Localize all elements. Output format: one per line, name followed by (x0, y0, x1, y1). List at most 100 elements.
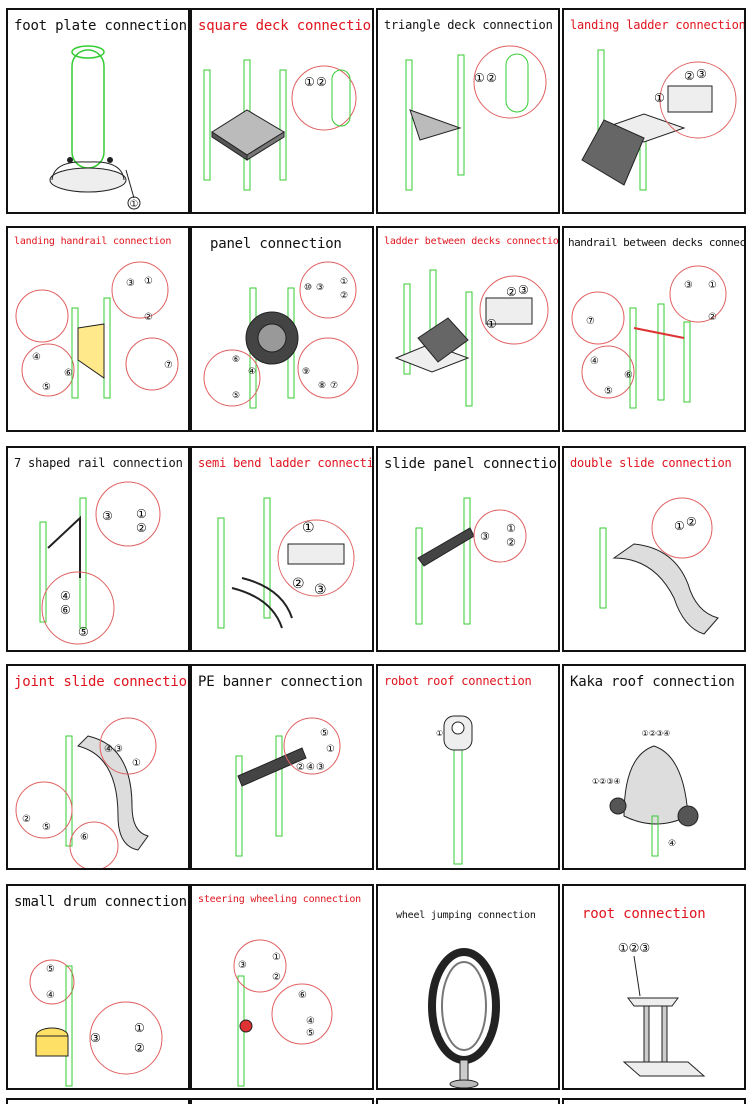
callout-number: ① (304, 75, 315, 89)
callout-number: ⑤ (46, 964, 55, 975)
panel-title: small drum connection (14, 894, 187, 910)
callout-number: ① (132, 758, 141, 769)
callout-number: ① (436, 729, 443, 738)
callout-number: ⑥ (80, 832, 89, 843)
robot-roof-drawing: ① (436, 715, 473, 865)
panel-title: ladder between decks connection (384, 236, 560, 247)
callout-number: ① (474, 71, 485, 85)
landing-ladder-drawing: ② ③ ① (581, 49, 737, 191)
callout-number: ⑤ (78, 625, 89, 639)
callout-number: ② (686, 515, 697, 529)
panel-root: root connection ①②③ (562, 884, 746, 1090)
callout-number: ③ (480, 530, 490, 543)
callout-number: ② (708, 312, 717, 323)
panel-title: joint slide connection (14, 674, 190, 690)
callout-number: ② (22, 814, 31, 825)
kaka-roof-drawing: ①②③④ ①②③④ ④ (592, 729, 699, 857)
callout-number: ② (506, 536, 516, 549)
slide-panel-drawing: ③ ① ② (415, 497, 527, 625)
panel-foot-plate: foot plate connection ① (6, 8, 190, 214)
callout-number: ① (134, 1021, 145, 1035)
panel-panel-connection: panel connection ⑩ ③ ① ② ④ ⑤ ⑨ ⑧ ⑦ ⑥ (190, 226, 374, 432)
panel-semi-bend-ladder: semi bend ladder connection ① ② ③ (190, 446, 374, 652)
panel-title: root connection (582, 906, 706, 922)
callout-number: ④ (248, 367, 256, 377)
square-deck-drawing: ① ② (203, 59, 357, 191)
callout-number: ⑤ (320, 728, 329, 739)
callout-number: ③ (684, 280, 693, 291)
next-row-edge (0, 1096, 750, 1104)
callout-number: ④ (46, 990, 55, 1001)
panel-double-slide: double slide connection ① ② (562, 446, 746, 652)
panel-connection-drawing: ⑩ ③ ① ② ④ ⑤ ⑨ ⑧ ⑦ ⑥ (203, 261, 359, 409)
callout-number: ② (486, 71, 497, 85)
panel-kaka-roof: Kaka roof connection ①②③④ ①②③④ ④ (562, 664, 746, 870)
callout-number: ① (708, 280, 717, 291)
handrail-between-decks-drawing: ③ ① ② ④ ⑤ ⑥ ⑦ (571, 265, 727, 409)
callout-number: ① (144, 276, 153, 287)
callout-number: ⑥ (232, 355, 240, 365)
callout-number: ④ (668, 839, 676, 849)
callout-number: ④ (32, 352, 41, 363)
7-shaped-rail-drawing: ③ ① ② ④ ⑥ ⑤ (39, 481, 161, 645)
callout-number: ② (272, 972, 281, 983)
callout-number: ④ (60, 589, 71, 603)
panel-title: PE banner connection (198, 674, 363, 690)
callout-number: ④ (306, 762, 315, 773)
callout-number: ① (136, 507, 147, 521)
callout-number: ③ (314, 582, 327, 598)
panel-title: landing handrail connection (14, 236, 172, 247)
callout-number: ⑤ (604, 386, 613, 397)
callout-number: ⑥ (60, 603, 71, 617)
callout-number: ① (272, 952, 281, 963)
callout-number: ① (654, 91, 665, 105)
panel-landing-ladder: landing ladder connection ② ③ ① (562, 8, 746, 214)
panel-title: handrail between decks connection (568, 236, 746, 249)
panel-title: double slide connection (570, 456, 732, 470)
callout-number: ①②③④ (642, 729, 671, 738)
panel-landing-handrail: landing handrail connection ③ ① ② ④ ⑤ ⑥ … (6, 226, 190, 432)
panel-slide-panel: slide panel connection ③ ① ② (376, 446, 560, 652)
panel-title: landing ladder connection (570, 18, 746, 32)
panel-title: robot roof connection (384, 674, 532, 688)
callout-number: ⑤ (42, 382, 51, 393)
steering-wheeling-drawing: ③ ① ② ⑥ ④ ⑤ (233, 939, 333, 1087)
callout-number: ⑥ (624, 370, 633, 381)
panel-title: wheel jumping connection (396, 910, 536, 921)
callout-number: ① (326, 744, 335, 755)
callout-number: ⑥ (298, 990, 307, 1001)
callout-number: ① (674, 519, 685, 533)
callout-number: ④ (590, 356, 599, 367)
callout-number: ③ (90, 1031, 101, 1045)
pe-banner-drawing: ⑤ ① ② ④ ③ (235, 717, 341, 857)
callout-number: ③ (114, 744, 123, 755)
callout-number: ③ (238, 960, 247, 971)
callout-number: ② (134, 1041, 145, 1055)
panel-square-deck: square deck connection ① ② (190, 8, 374, 214)
callout-number: ①②③④ (592, 777, 621, 786)
panel-title: square deck connection (198, 18, 374, 34)
callout-number: ② (684, 69, 695, 83)
double-slide-drawing: ① ② (599, 497, 719, 635)
callout-number: ⑤ (42, 822, 51, 833)
callout-number: ③ (316, 762, 325, 773)
callout-number: ② (292, 576, 305, 592)
panel-steering-wheeling: steering wheeling connection ③ ① ② ⑥ ④ ⑤ (190, 884, 374, 1090)
callout-number: ⑤ (306, 1028, 315, 1039)
callout-number: ② (506, 285, 517, 299)
callout-number: ② (316, 75, 327, 89)
panel-pe-banner: PE banner connection ⑤ ① ② ④ ③ (190, 664, 374, 870)
callout-number: ④ (104, 744, 113, 755)
callout-number: ② (296, 762, 305, 773)
panel-small-drum: small drum connection ⑤ ④ ③ ① ② (6, 884, 190, 1090)
callout-number: ⑦ (586, 316, 595, 327)
panel-triangle-deck: triangle deck connection ① ② (376, 8, 560, 214)
callout-number: ④ (306, 1016, 315, 1027)
panel-joint-slide: joint slide connection ④ ③ ① ⑤ ② ⑥ (6, 664, 190, 870)
callout-number: ② (340, 291, 348, 301)
landing-handrail-drawing: ③ ① ② ④ ⑤ ⑥ ⑦ (15, 261, 179, 399)
joint-slide-drawing: ④ ③ ① ⑤ ② ⑥ (15, 717, 157, 868)
callout-number: ② (144, 312, 153, 323)
panel-title: Kaka roof connection (570, 674, 735, 690)
panel-title: panel connection (210, 236, 342, 252)
